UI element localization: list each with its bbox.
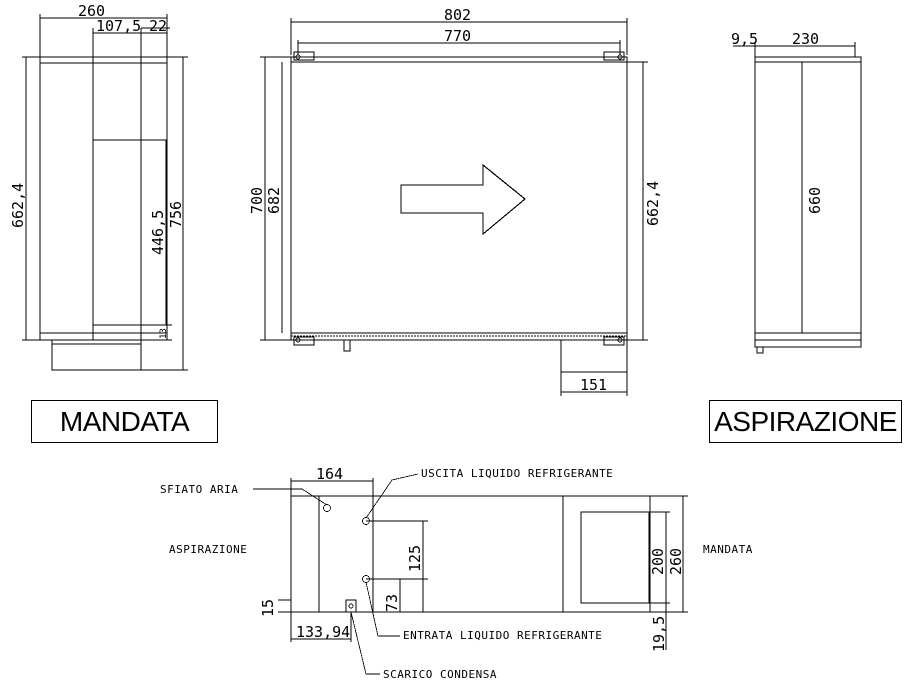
dim-right-height: 660 <box>806 187 824 214</box>
label-uscita-liquido: USCITA LIQUIDO REFRIGERANTE <box>421 467 613 480</box>
dim-front-foot-width: 151 <box>580 376 607 394</box>
dim-side-foot: 13 <box>159 328 169 339</box>
dim-front-height-right: 662,4 <box>644 181 662 226</box>
dim-side-width-small: 22 <box>149 17 167 35</box>
label-sfiato-aria: SFIATO ARIA <box>160 483 238 496</box>
dim-side-width-inner: 107,5 <box>96 17 141 35</box>
side-view-left: 260 107,5 22 662,4 446,5 756 13 <box>9 2 188 371</box>
dim-plan-height-total: 260 <box>667 548 685 575</box>
dim-plan-opening-height: 200 <box>649 548 667 575</box>
dim-side-height-total: 756 <box>167 201 185 228</box>
dim-right-width: 230 <box>792 30 819 48</box>
dim-plan-pipe-gap: 125 <box>406 545 424 572</box>
label-scarico-condensa: SCARICO CONDENSA <box>383 668 497 681</box>
dim-plan-bottom-right: 19,5 <box>650 616 668 652</box>
dim-side-height-outer: 662,4 <box>9 183 27 228</box>
label-entrata-liquido: ENTRATA LIQUIDO REFRIGERANTE <box>403 629 602 642</box>
caption-mandata: MANDATA <box>31 400 218 443</box>
dim-front-height-total: 700 <box>248 187 266 214</box>
label-plan-mandata: MANDATA <box>703 543 753 556</box>
dim-plan-drain-offset: 133,94 <box>296 623 350 641</box>
dim-right-offset: 9,5 <box>731 30 758 48</box>
dim-plan-pipe-low: 73 <box>383 594 401 612</box>
dim-plan-left-width: 164 <box>316 465 343 483</box>
dim-front-width-holes: 770 <box>444 27 471 45</box>
dim-side-height-opening: 446,5 <box>149 210 167 255</box>
plan-view: 164 125 73 200 260 15 133,94 19,5 SFIATO… <box>160 465 753 681</box>
dim-front-height-inner: 682 <box>265 187 283 214</box>
side-view-right: 9,5 230 660 <box>731 30 862 354</box>
airflow-arrow-icon <box>400 163 526 236</box>
label-plan-aspirazione: ASPIRAZIONE <box>169 543 247 556</box>
caption-aspirazione: ASPIRAZIONE <box>709 400 902 443</box>
dim-front-width-total: 802 <box>444 6 471 24</box>
front-view: 802 770 700 682 662,4 151 <box>248 6 662 396</box>
dim-plan-bottom-left: 15 <box>259 599 277 617</box>
dim-side-width-total: 260 <box>78 2 105 20</box>
